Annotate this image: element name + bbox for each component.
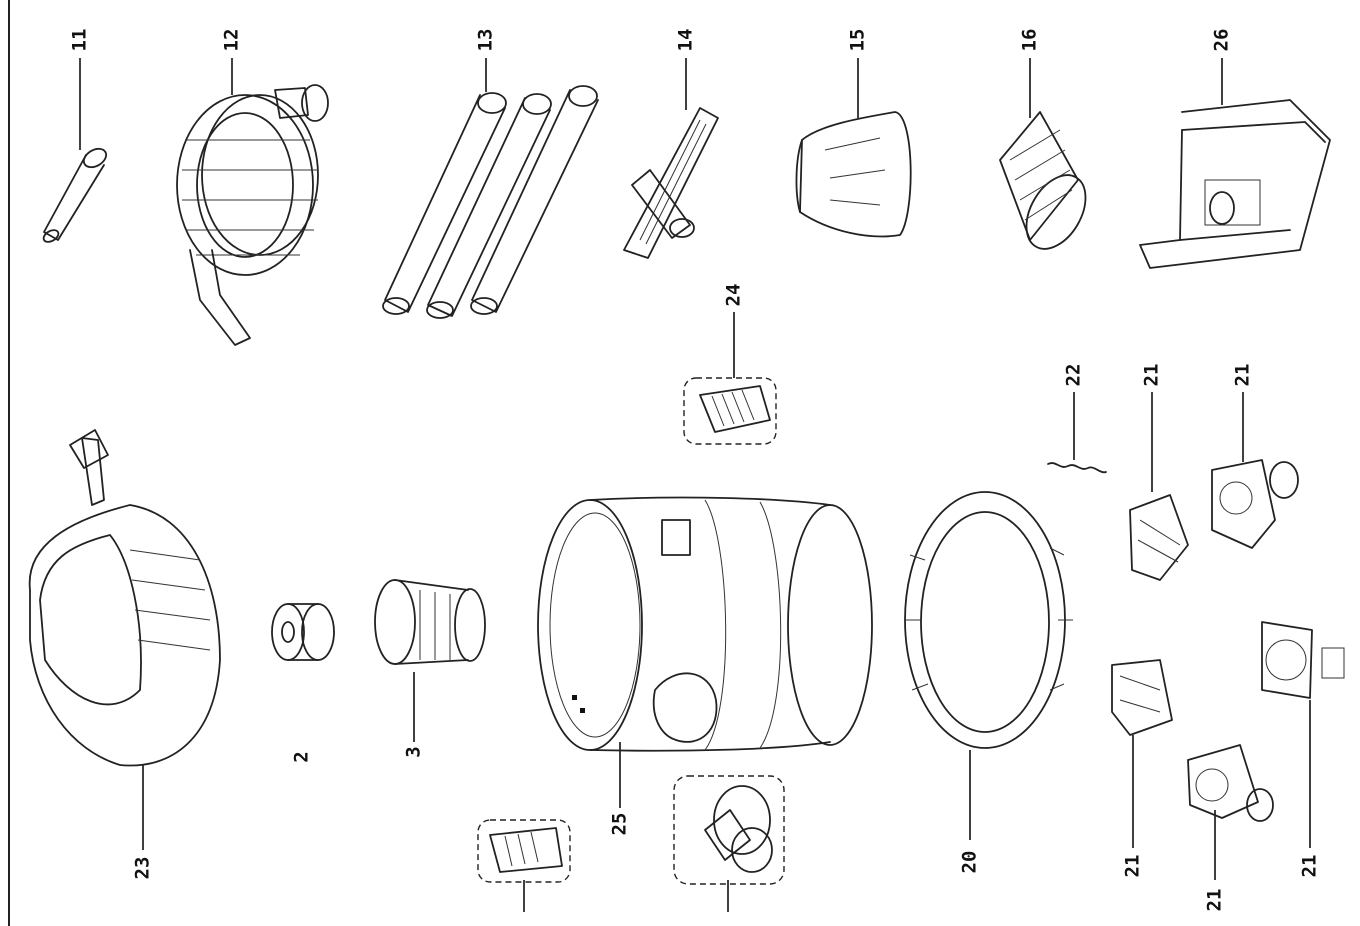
- part-3-filter-cage: [374, 579, 486, 665]
- part-12-hose: [176, 84, 329, 346]
- part-21-motor-d: [1111, 659, 1173, 736]
- part-16-hepa-filter: [999, 111, 1087, 250]
- part-11-crevice-tool: [42, 147, 108, 243]
- part-20-bumper-ring: [904, 491, 1073, 749]
- part-21-motor-e: [1187, 744, 1274, 822]
- part-25-drum: [537, 496, 873, 752]
- part-15-cloth-filter: [795, 111, 912, 238]
- part-2-foam-filter: [271, 603, 335, 661]
- part-13-extension-tubes: [382, 85, 599, 319]
- part-21-motor-a: [1129, 494, 1189, 581]
- part-14-floor-nozzle: [623, 107, 719, 259]
- leader-lines: [79, 58, 1311, 912]
- part-latch-bottom-left: [477, 819, 571, 883]
- part-21-motor-c: [1261, 621, 1345, 699]
- part-21-motor-b: [1211, 459, 1299, 549]
- left-border-line: [8, 0, 10, 926]
- part-22-spring: [1047, 462, 1107, 474]
- part-26-dust-bag: [1139, 99, 1331, 269]
- part-caster-bottom: [673, 775, 785, 885]
- part-23-motor-head: [28, 429, 221, 767]
- part-24-latch: [683, 377, 777, 445]
